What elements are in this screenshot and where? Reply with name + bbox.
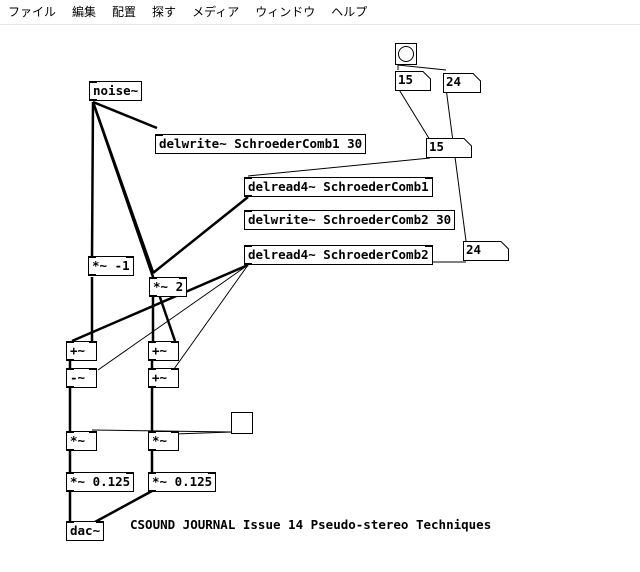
menu-file[interactable]: ファイル: [8, 5, 57, 19]
number-box-value: 15: [398, 72, 414, 87]
number-box-outline: [443, 73, 481, 93]
object-gain-right[interactable]: *~ 0.125: [148, 472, 217, 492]
number-box-outline: [395, 71, 431, 91]
object-label: *~: [152, 433, 168, 448]
object-delread-comb1[interactable]: delread4~ SchroederComb1: [244, 177, 433, 197]
number-box-24-top[interactable]: 24: [443, 73, 481, 93]
object-delread-comb2[interactable]: delread4~ SchroederComb2: [244, 245, 433, 265]
cord-delread1-mul2: [152, 196, 249, 274]
number-box-value: 24: [446, 74, 462, 89]
object-label: +~: [152, 343, 168, 358]
number-box-outline: [463, 241, 509, 261]
patch-comment: CSOUND JOURNAL Issue 14 Pseudo-stereo Te…: [130, 517, 492, 532]
object-label: delread4~ SchroederComb1: [248, 179, 429, 194]
number-box-value: 15: [429, 139, 445, 154]
patch-canvas[interactable]: 15 24 15 24 noise~ delwrite~ SchroederCo…: [0, 25, 640, 572]
cord-num24-num24mid: [445, 87, 467, 242]
cord-bang-num24: [397, 64, 447, 71]
object-label: delwrite~ SchroederComb1 30: [159, 136, 363, 151]
object-plus-right2[interactable]: +~: [148, 368, 179, 388]
object-mul-right[interactable]: *~: [148, 431, 179, 451]
object-label: *~: [70, 433, 86, 448]
cord-gainright-dac: [94, 489, 153, 524]
object-label: *~ 0.125: [152, 474, 213, 489]
number-box-24-mid[interactable]: 24: [463, 241, 509, 261]
object-label: *~ 0.125: [70, 474, 131, 489]
object-noise[interactable]: noise~: [89, 81, 143, 101]
number-box-outline: [426, 138, 472, 158]
object-label: dac~: [70, 523, 101, 538]
menu-media[interactable]: メディア: [192, 5, 240, 19]
cord-toggle-mulright: [174, 431, 233, 435]
cord-delread2-minus: [97, 264, 249, 371]
object-delwrite-comb2[interactable]: delwrite~ SchroederComb2 30: [244, 210, 456, 230]
object-plus-right1[interactable]: +~: [148, 341, 179, 361]
object-gain-left[interactable]: *~ 0.125: [66, 472, 135, 492]
menu-put[interactable]: 配置: [112, 5, 137, 19]
number-box-15-top[interactable]: 15: [395, 71, 431, 91]
object-label: noise~: [93, 83, 139, 98]
cord-noise-mulneg1: [90, 101, 95, 258]
cord-num15mid-delread1: [247, 157, 431, 177]
number-box-value: 24: [466, 242, 482, 257]
object-plus-left[interactable]: +~: [66, 341, 97, 361]
number-box-15-mid[interactable]: 15: [426, 138, 472, 158]
object-label: *~ -1: [92, 258, 130, 273]
cord-delread2-plusleft: [71, 263, 249, 343]
bang-button[interactable]: [395, 43, 417, 65]
menu-bar: ファイル 編集 配置 探す メディア ウィンドウ ヘルプ: [0, 0, 640, 25]
menu-edit[interactable]: 編集: [72, 5, 97, 19]
cord-num15-num15mid: [397, 87, 431, 141]
menu-window[interactable]: ウィンドウ: [255, 5, 316, 19]
object-label: +~: [152, 370, 168, 385]
object-delwrite-comb1[interactable]: delwrite~ SchroederComb1 30: [155, 134, 367, 154]
object-label: -~: [70, 370, 86, 385]
menu-help[interactable]: ヘルプ: [331, 5, 368, 19]
cord-noise-delwrite1: [92, 100, 158, 130]
cord-delread2-plusright2: [173, 264, 249, 370]
object-minus-left[interactable]: -~: [66, 368, 97, 388]
object-label: +~: [70, 343, 86, 358]
object-mul-left[interactable]: *~: [66, 431, 97, 451]
object-label: delread4~ SchroederComb2: [248, 247, 429, 262]
bang-circle: [398, 46, 414, 62]
object-mul-neg1[interactable]: *~ -1: [88, 256, 134, 276]
object-mul-2[interactable]: *~ 2: [149, 277, 188, 297]
object-label: *~ 2: [153, 279, 184, 294]
menu-find[interactable]: 探す: [152, 5, 177, 19]
toggle-switch[interactable]: [231, 412, 253, 434]
patch-cords: [68, 64, 467, 524]
object-dac[interactable]: dac~: [66, 521, 105, 541]
object-label: delwrite~ SchroederComb2 30: [248, 212, 452, 227]
